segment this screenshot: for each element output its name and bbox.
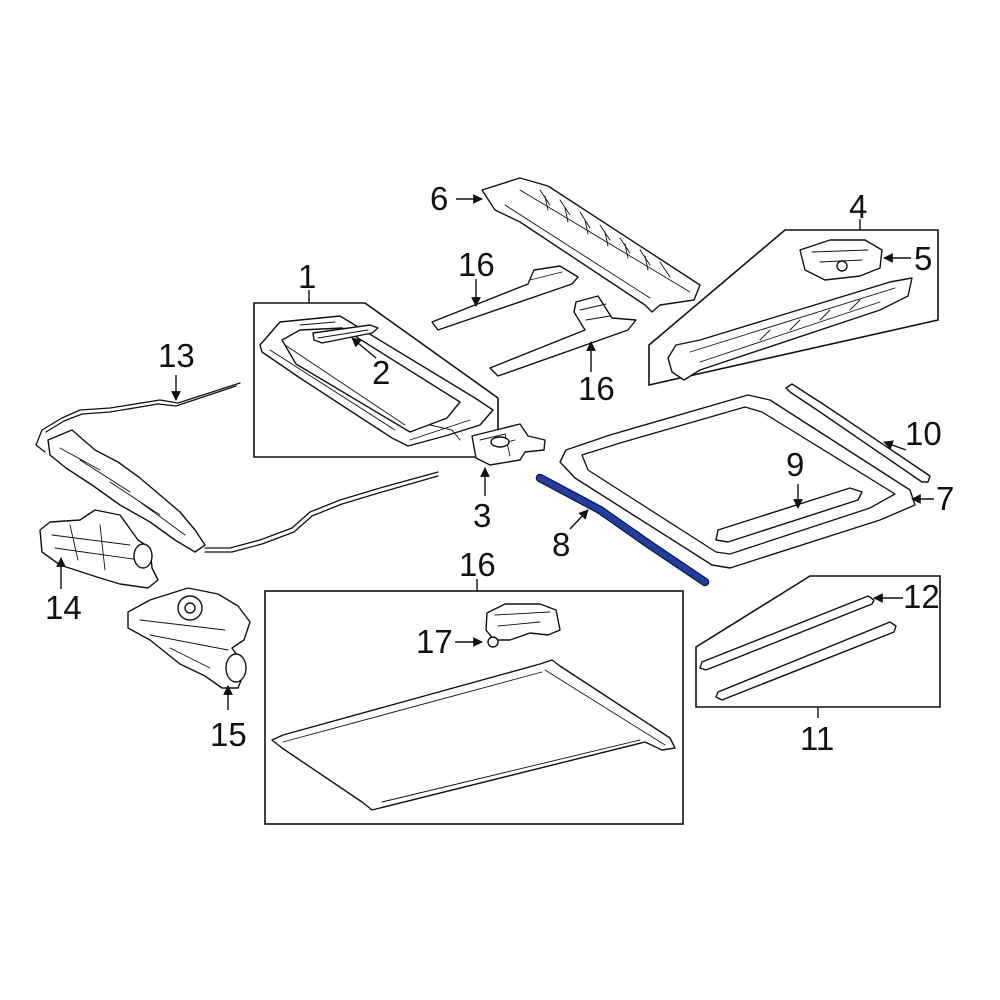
part-12-strip — [699, 595, 875, 671]
callout-9: 9 — [786, 446, 804, 483]
callout-17: 16 — [459, 546, 496, 583]
callout-3: 3 — [473, 497, 491, 534]
part-7-glass — [559, 394, 916, 569]
callout-8: 8 — [552, 526, 570, 563]
callout-6: 6 — [430, 180, 448, 217]
callout-13: 13 — [158, 337, 195, 374]
part-15-motor — [127, 587, 251, 689]
leader-10 — [883, 440, 907, 451]
group-box-1 — [253, 302, 499, 458]
part-4-rail-group — [648, 229, 939, 386]
callout-14: 14 — [45, 589, 82, 626]
callout-5: 5 — [914, 240, 932, 277]
callout-10: 10 — [905, 415, 942, 452]
part-8-seal-highlighted — [535, 473, 710, 587]
part-3-bracket — [471, 423, 546, 466]
part-18-handle — [485, 603, 561, 641]
group-box-11 — [695, 575, 941, 708]
part-11-strip — [715, 621, 897, 701]
part-10-seal — [785, 383, 931, 483]
callout-12: 12 — [903, 578, 940, 615]
part-8-highlight — [537, 475, 708, 585]
callout-16-upper: 16 — [458, 246, 495, 283]
callout-1: 1 — [298, 258, 316, 295]
leader-2 — [351, 337, 377, 359]
part-17-sunshade-group — [264, 590, 684, 825]
part-16-upper-rail — [431, 265, 579, 331]
callout-15: 15 — [210, 716, 247, 753]
part-4-rail — [667, 277, 913, 381]
callout-7: 7 — [936, 480, 954, 517]
part-14-motor — [39, 509, 159, 589]
part-11-trim-group — [695, 575, 941, 708]
callout-4: 4 — [849, 188, 867, 225]
callout-18: 17 — [416, 623, 453, 660]
part-17-sunshade — [271, 659, 676, 811]
part-1-frame-inner — [281, 327, 461, 433]
callout-2: 2 — [372, 354, 390, 391]
part-9-trim-strip — [715, 487, 863, 543]
part-13-cable — [35, 382, 439, 553]
part-1-frame-group — [253, 302, 499, 458]
part-5-guide-block — [799, 239, 883, 281]
callout-11: 11 — [800, 720, 834, 757]
part-16-lower-rail — [489, 295, 637, 377]
part-6-crossmember — [481, 177, 701, 313]
group-box-17 — [264, 590, 684, 825]
leader-8 — [569, 509, 589, 530]
callout-16-lower: 16 — [578, 370, 615, 407]
group-box-4 — [648, 229, 939, 386]
